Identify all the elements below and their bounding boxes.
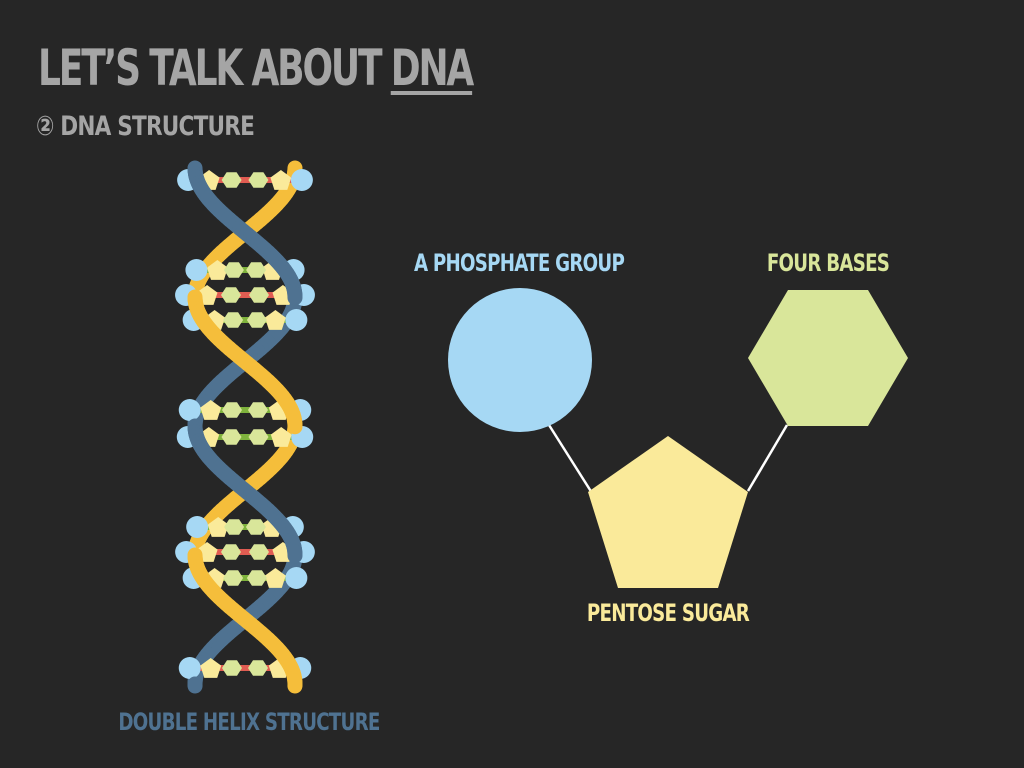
sugar-node bbox=[264, 568, 286, 588]
phosphate-node bbox=[285, 567, 308, 589]
sugar-node bbox=[270, 170, 292, 190]
base-node bbox=[249, 287, 269, 303]
sugar-node bbox=[200, 400, 222, 420]
phosphate-node bbox=[290, 169, 313, 191]
sugar-base-bond bbox=[746, 424, 789, 492]
phosphate-node bbox=[178, 399, 201, 421]
base-node bbox=[224, 519, 245, 535]
phosphate-group-shape bbox=[448, 288, 592, 432]
base-node bbox=[246, 262, 267, 278]
base-node bbox=[245, 519, 266, 535]
base-node bbox=[248, 172, 269, 188]
title-highlight: DNA bbox=[390, 39, 475, 97]
four-bases-label: FOUR BASES bbox=[766, 249, 890, 277]
sugar-node bbox=[270, 427, 292, 447]
base-node bbox=[221, 172, 242, 188]
base-node bbox=[223, 570, 244, 586]
helix-back-layer bbox=[187, 160, 303, 694]
phosphate-group-label: A PHOSPHATE GROUP bbox=[413, 249, 625, 277]
base-node bbox=[221, 429, 242, 445]
double-helix-label: DOUBLE HELIX STRUCTURE bbox=[118, 708, 380, 736]
sugar-node bbox=[264, 310, 286, 330]
base-node bbox=[248, 429, 269, 445]
phosphate-node bbox=[285, 309, 308, 331]
helix-front-layer bbox=[187, 160, 303, 694]
base-node bbox=[221, 287, 241, 303]
base-node bbox=[223, 262, 244, 278]
base-node bbox=[246, 312, 267, 328]
base-node bbox=[222, 402, 242, 418]
pentose-sugar-label: PENTOSE SUGAR bbox=[586, 599, 750, 627]
base-node bbox=[248, 402, 268, 418]
base-hexagon-shape bbox=[748, 290, 908, 426]
sugar-node bbox=[207, 517, 229, 537]
slide-subtitle: ② DNA STRUCTURE bbox=[36, 111, 255, 142]
slide-title: LET’S TALK ABOUT DNA bbox=[38, 36, 475, 100]
sugar-node bbox=[200, 658, 222, 678]
nucleotide-diagram bbox=[448, 288, 908, 588]
base-node bbox=[223, 312, 244, 328]
phosphate-node bbox=[178, 657, 201, 679]
phosphate-sugar-bond bbox=[547, 424, 594, 494]
phosphate-node bbox=[186, 516, 209, 538]
base-node bbox=[222, 660, 242, 676]
base-node bbox=[221, 544, 241, 560]
double-helix-illustration bbox=[175, 160, 315, 694]
base-node bbox=[248, 660, 268, 676]
title-prefix: LET’S TALK ABOUT bbox=[38, 39, 391, 97]
phosphate-node bbox=[185, 259, 208, 281]
base-node bbox=[249, 544, 269, 560]
pentose-sugar-shape bbox=[588, 436, 748, 588]
base-node bbox=[246, 570, 267, 586]
sugar-node bbox=[207, 260, 228, 280]
